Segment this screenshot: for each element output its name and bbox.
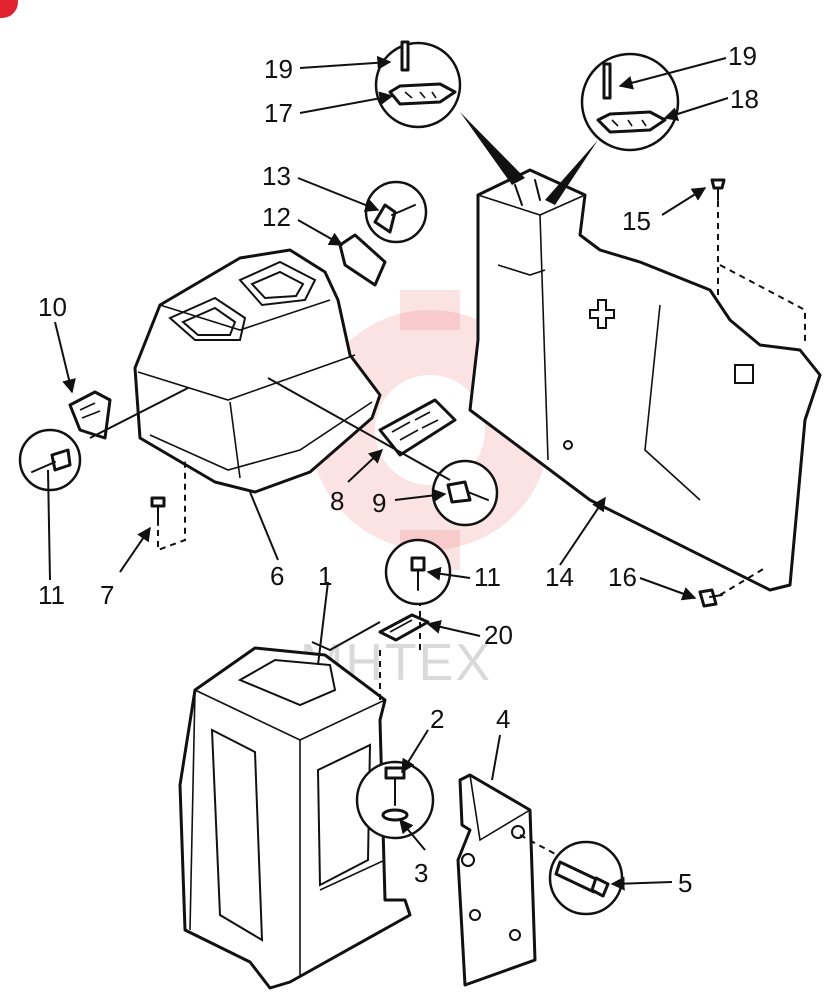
label-part-19b: 19: [728, 41, 757, 71]
label-part-18: 18: [730, 84, 759, 114]
corner-badge: [0, 0, 18, 18]
leader-14: [559, 496, 606, 566]
part-4-bracket: [456, 773, 537, 987]
part-14-side-panel: [468, 168, 822, 592]
label-part-3: 3: [414, 858, 428, 888]
label-part-12: 12: [262, 202, 291, 232]
detail-circle-9: [431, 459, 499, 527]
part-1-pedestal: [178, 646, 412, 990]
part-6-console-cover: [133, 248, 382, 494]
label-part-10: 10: [38, 292, 67, 322]
leader-8: [347, 449, 384, 483]
leader-4: [491, 734, 501, 781]
label-part-16: 16: [608, 562, 637, 592]
label-part-8: 8: [330, 486, 344, 516]
part-7-bolt: [150, 496, 166, 526]
detail-circle-2-3: [355, 760, 435, 840]
leader-20: [426, 620, 481, 637]
label-part-6: 6: [270, 561, 284, 591]
leader-15: [661, 187, 707, 216]
leader-16: [639, 577, 697, 601]
label-part-7: 7: [100, 580, 114, 610]
leader-7: [119, 526, 151, 573]
label-part-11b: 11: [474, 562, 501, 592]
part-15-screw: [710, 178, 726, 201]
detail-circle-11-left: [18, 428, 82, 492]
part-number-labels: 19 17 19 18 13 12 15 10 8 9 14 16 11 7 6…: [38, 41, 759, 898]
leader-2: [401, 729, 429, 774]
part-16-screw: [698, 588, 723, 608]
leader-10: [54, 321, 76, 394]
detail-circle-18-19: [580, 52, 680, 152]
label-part-5: 5: [678, 868, 692, 898]
label-part-15: 15: [622, 206, 651, 236]
leader-13: [297, 177, 380, 212]
detail-pointer-17: [460, 112, 525, 185]
label-part-11a: 11: [38, 580, 65, 610]
detail-circle-13: [364, 180, 428, 244]
label-part-2: 2: [430, 704, 444, 734]
leader-11-middle: [426, 566, 471, 581]
leader-12: [297, 219, 344, 246]
part-12-plate: [338, 233, 387, 287]
label-part-4: 4: [496, 704, 510, 734]
leader-18: [663, 97, 729, 121]
leader-3: [399, 818, 426, 851]
label-part-20: 20: [484, 620, 513, 650]
detail-pointer-18: [545, 140, 598, 205]
leader-11-left: [47, 469, 51, 581]
leader-17: [299, 91, 394, 114]
label-part-13: 13: [262, 161, 291, 191]
detail-circle-5: [548, 840, 624, 916]
leader-9: [394, 488, 447, 503]
detail-circle-11-middle: [384, 538, 452, 606]
leader-6: [249, 491, 279, 561]
detail-circle-17-19: [374, 40, 462, 129]
leader-19a: [299, 55, 392, 70]
label-part-19a: 19: [264, 54, 293, 84]
part-10-plate: [68, 390, 112, 440]
leader-5: [610, 876, 673, 891]
leader-1: [317, 581, 329, 666]
label-part-9: 9: [372, 488, 386, 518]
label-part-14: 14: [545, 562, 574, 592]
part-8-label: [378, 398, 457, 457]
leader-19b: [618, 57, 727, 90]
label-part-1: 1: [318, 561, 332, 591]
label-part-17: 17: [264, 98, 293, 128]
